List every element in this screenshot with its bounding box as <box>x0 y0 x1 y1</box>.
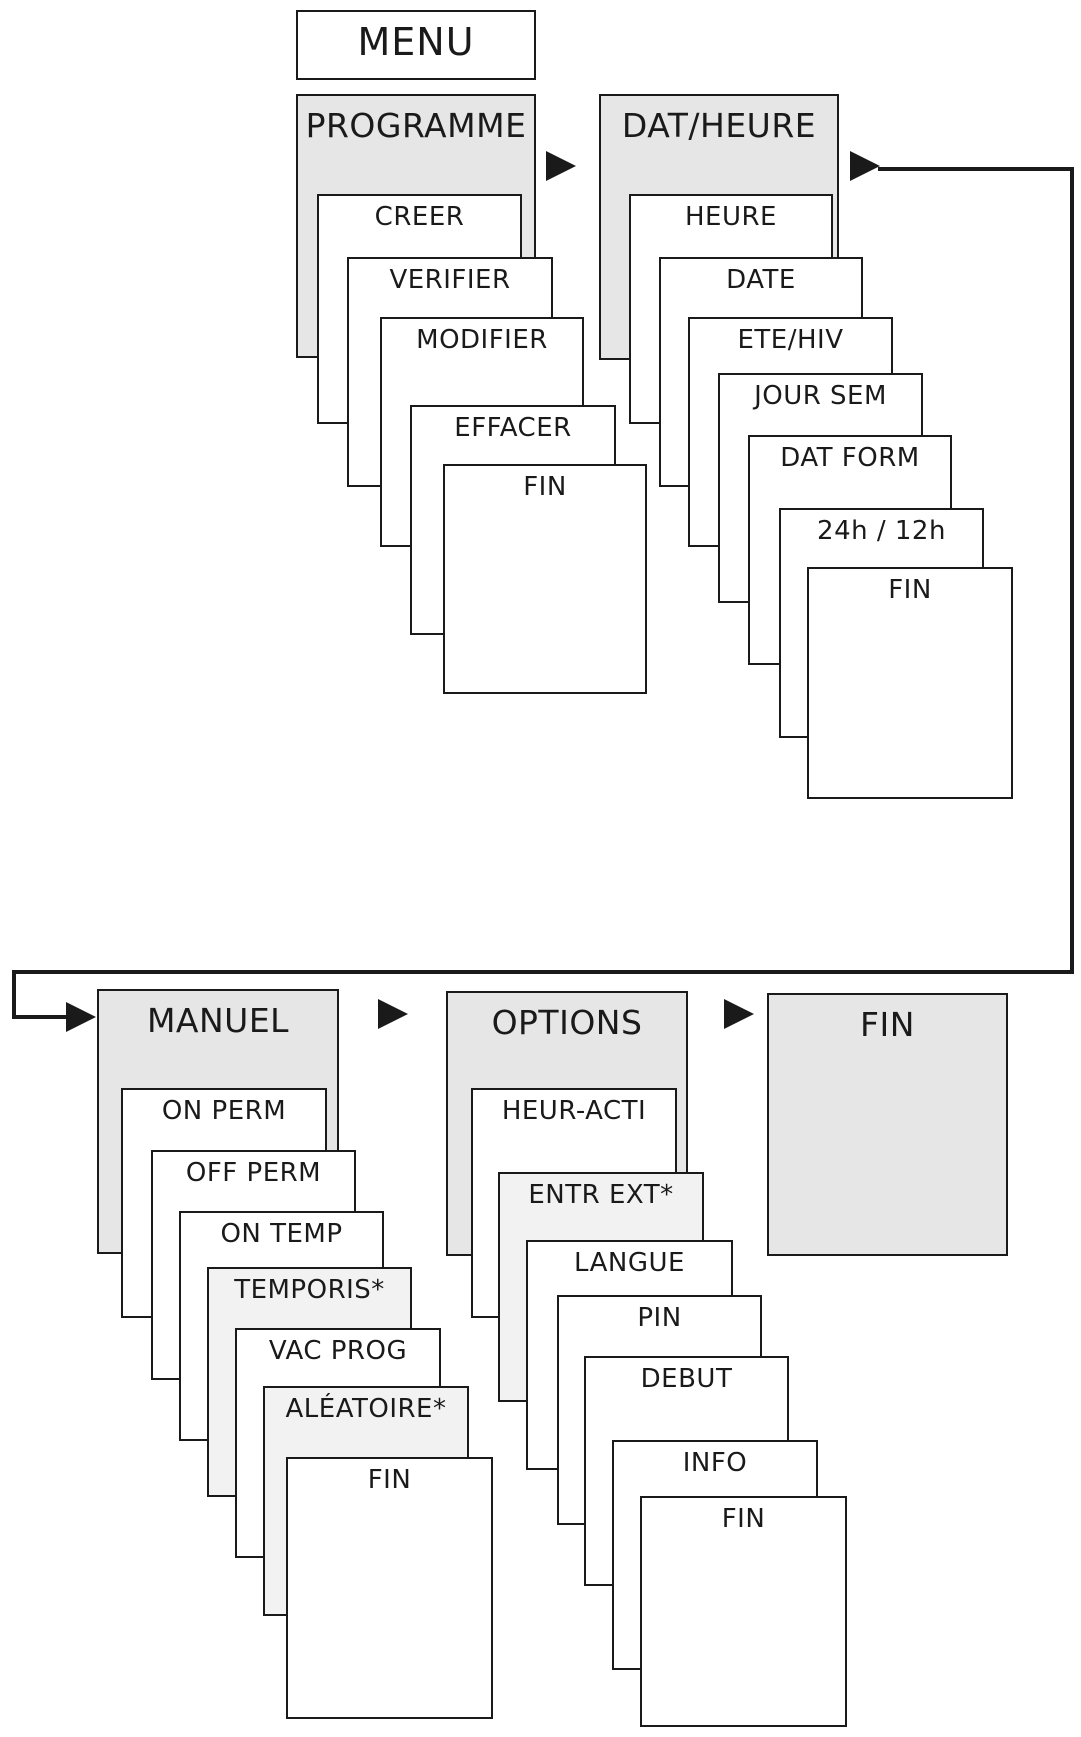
options-item-label: INFO <box>682 1448 748 1478</box>
manuel-item-label: ON PERM <box>161 1096 287 1126</box>
programme-item-label: EFFACER <box>454 413 572 443</box>
manuel-item-label: ON TEMP <box>220 1219 343 1249</box>
menu-title-box: MENU <box>296 10 536 80</box>
fin-block[interactable]: FIN <box>767 993 1008 1256</box>
arrow-into-manuel <box>66 1002 96 1032</box>
options-item-fin[interactable]: FIN <box>640 1496 847 1727</box>
options-header-label: OPTIONS <box>491 1003 643 1042</box>
dat-heure-item-label: DATE <box>726 265 796 295</box>
manuel-item-label: VAC PROG <box>268 1336 408 1366</box>
dat-heure-item-fin[interactable]: FIN <box>807 567 1013 799</box>
options-item-label: FIN <box>721 1504 766 1534</box>
programme-item-label: FIN <box>523 472 567 502</box>
options-item-label: PIN <box>637 1303 682 1333</box>
manuel-item-fin[interactable]: FIN <box>286 1457 493 1719</box>
programme-item-label: MODIFIER <box>416 325 548 355</box>
dat-heure-item-label: ETE/HIV <box>737 325 844 355</box>
dat-heure-item-label: DAT FORM <box>780 443 920 473</box>
connector-line <box>12 167 1074 1019</box>
fin-block-label: FIN <box>860 1005 915 1044</box>
dat-heure-item-label: FIN <box>888 575 932 605</box>
dat-heure-header-label: DAT/HEURE <box>621 106 817 145</box>
manuel-item-label: FIN <box>367 1465 412 1495</box>
manuel-item-label: TEMPORIS* <box>234 1275 385 1305</box>
options-item-label: LANGUE <box>574 1248 685 1278</box>
arrow-manuel-to-options <box>378 999 408 1029</box>
dat-heure-item-label: HEURE <box>684 202 777 232</box>
programme-header-label: PROGRAMME <box>305 106 527 145</box>
manuel-item-label: OFF PERM <box>185 1158 322 1188</box>
arrow-programme-to-dat-heure <box>546 151 576 181</box>
dat-heure-item-label: JOUR SEM <box>754 381 887 411</box>
arrow-dat-heure-to-connector <box>850 151 880 181</box>
manuel-header-label: MANUEL <box>146 1001 290 1040</box>
programme-item-label: CREER <box>374 202 465 232</box>
manuel-item-label: ALÉATOIRE* <box>285 1394 447 1424</box>
dat-heure-item-label: 24h / 12h <box>817 516 946 546</box>
menu-title: MENU <box>357 20 475 64</box>
programme-item-label: VERIFIER <box>389 265 511 295</box>
options-item-label: DEBUT <box>640 1364 733 1394</box>
options-item-label: ENTR EXT* <box>528 1180 674 1210</box>
arrow-options-to-fin <box>724 999 754 1029</box>
programme-item-fin[interactable]: FIN <box>443 464 647 694</box>
options-item-label: HEUR-ACTI <box>501 1096 647 1126</box>
